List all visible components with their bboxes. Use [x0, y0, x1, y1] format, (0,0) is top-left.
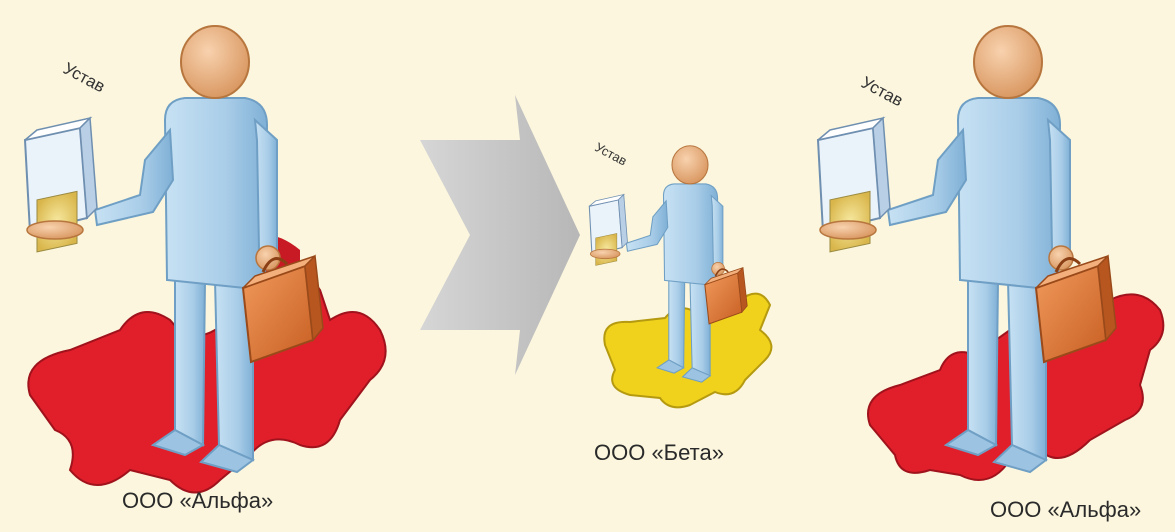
figure-alpha-right: Устав [818, 26, 1163, 480]
puzzle-piece-yellow-icon [604, 294, 771, 408]
transition-arrow-icon [420, 95, 580, 375]
document-label: Устав [60, 59, 108, 97]
company-caption-alpha-right: ООО «Альфа» [990, 497, 1141, 523]
figure-beta-center: Устав [589, 139, 771, 407]
company-caption-beta: ООО «Бета» [594, 440, 724, 466]
figure-alpha-left: Устав [25, 26, 386, 493]
document-label: Устав [593, 139, 630, 168]
company-caption-alpha-left: ООО «Альфа» [122, 488, 273, 514]
document-label: Устав [858, 73, 906, 111]
